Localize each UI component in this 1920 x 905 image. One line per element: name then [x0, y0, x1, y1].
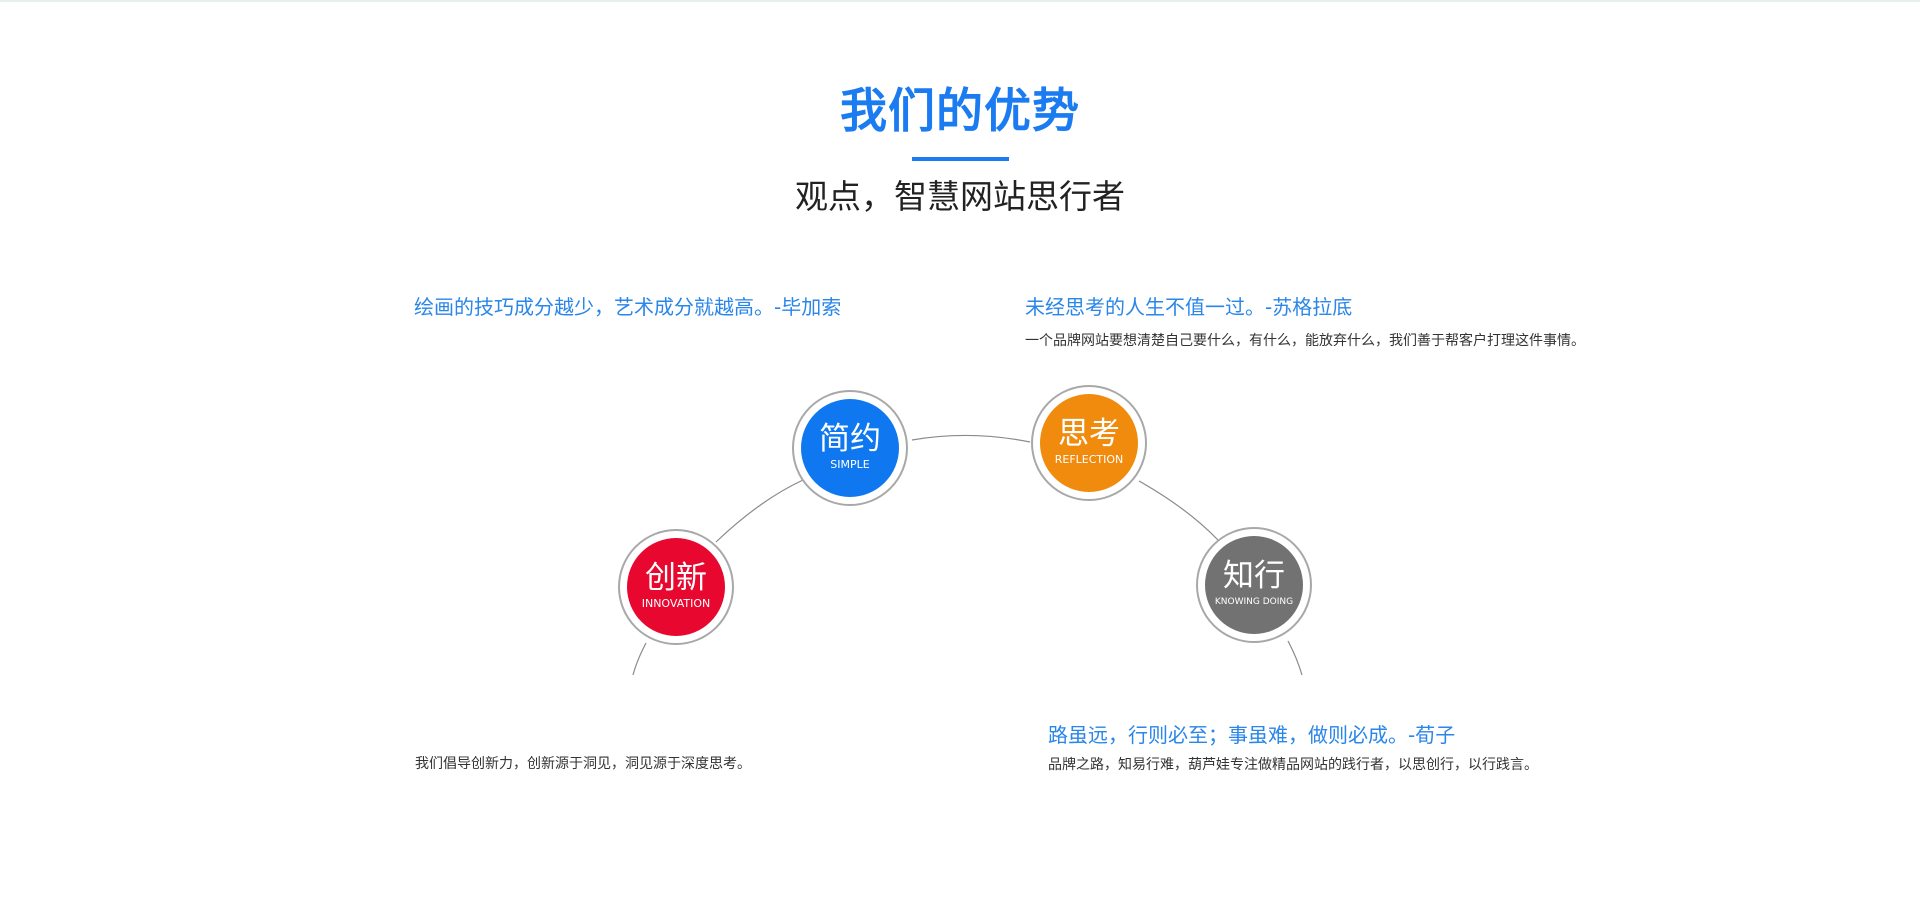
node-reflection-fill: 思考 REFLECTION [1040, 394, 1138, 492]
node-innovation-fill: 创新 INNOVATION [627, 538, 725, 636]
node-simple[interactable]: 简约 SIMPLE [792, 390, 908, 506]
section-title: 我们的优势 [840, 84, 1080, 139]
node-reflection-subtitle: REFLECTION [1054, 453, 1124, 466]
node-knowing-doing-subtitle: KNOWING DOING [1214, 597, 1294, 607]
quote-xunzi: 路虽远，行则必至；事虽难，做则必成。-荀子 [1048, 723, 1456, 747]
arc-segment-left-tail [632, 642, 647, 676]
node-knowing-doing[interactable]: 知行 KNOWING DOING [1196, 527, 1312, 643]
node-knowing-doing-title: 知行 [1223, 558, 1285, 594]
section-subtitle: 观点，智慧网站思行者 [795, 177, 1125, 216]
top-divider-line [0, 0, 1920, 2]
node-simple-fill: 简约 SIMPLE [801, 399, 899, 497]
quote-picasso: 绘画的技巧成分越少，艺术成分就越高。-毕加索 [414, 295, 842, 319]
node-reflection-title: 思考 [1058, 416, 1120, 452]
arc-segment-reflection-knowing [1138, 480, 1219, 541]
arc-segment-innovation-simple [715, 479, 804, 543]
node-knowing-doing-fill: 知行 KNOWING DOING [1205, 536, 1303, 634]
node-simple-title: 简约 [819, 421, 881, 457]
node-innovation[interactable]: 创新 INNOVATION [618, 529, 734, 645]
node-reflection[interactable]: 思考 REFLECTION [1031, 385, 1147, 501]
node-innovation-title: 创新 [645, 560, 707, 596]
quote-socrates: 未经思考的人生不值一过。-苏格拉底 [1025, 295, 1353, 319]
node-innovation-subtitle: INNOVATION [641, 597, 711, 610]
title-underline [912, 157, 1009, 161]
desc-innovation: 我们倡导创新力，创新源于洞见，洞见源于深度思考。 [415, 756, 751, 772]
desc-brand-road: 品牌之路，知易行难，葫芦娃专注做精品网站的践行者，以思创行，以行践言。 [1048, 757, 1538, 773]
node-simple-subtitle: SIMPLE [830, 458, 870, 471]
arc-segment-right-tail [1287, 640, 1303, 676]
arc-segment-simple-reflection [911, 434, 1031, 443]
desc-brand-website: 一个品牌网站要想清楚自己要什么，有什么，能放弃什么，我们善于帮客户打理这件事情。 [1025, 333, 1585, 349]
